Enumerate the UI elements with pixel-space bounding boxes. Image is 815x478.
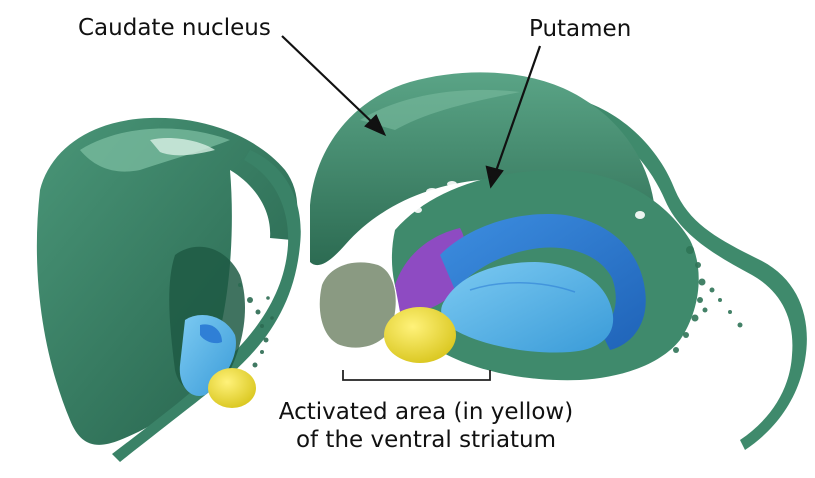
putamen-label: Putamen bbox=[529, 15, 631, 43]
left-activated-area bbox=[208, 368, 256, 408]
caudate-arrow bbox=[282, 36, 375, 125]
activated-area-line1: Activated area (in yellow) bbox=[276, 398, 576, 426]
activated-area-line2: of the ventral striatum bbox=[276, 426, 576, 454]
right-activated-area bbox=[384, 307, 456, 363]
left-striatum bbox=[37, 118, 301, 462]
caudate-nucleus-label: Caudate nucleus bbox=[78, 14, 271, 42]
activated-area-label: Activated area (in yellow) of the ventra… bbox=[276, 398, 576, 454]
activated-bracket bbox=[343, 370, 490, 380]
right-striatum bbox=[310, 72, 807, 450]
